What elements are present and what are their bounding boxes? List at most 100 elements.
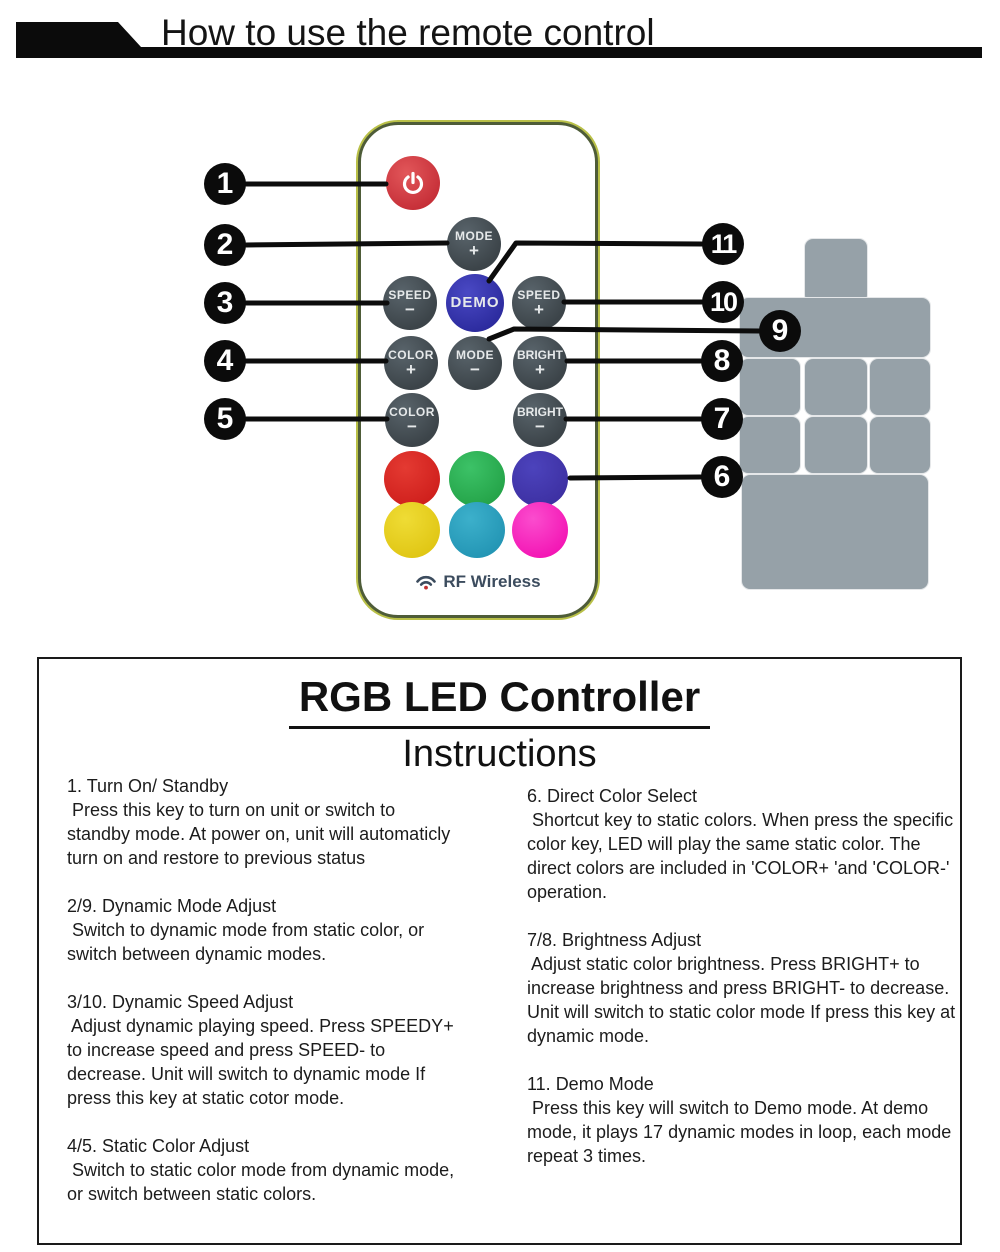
green-color-button (449, 451, 505, 507)
section-dynamic-mode-adjust: 2/9. Dynamic Mode Adjust Switch to dynam… (67, 894, 454, 966)
section-line: dynamic mode. (527, 1026, 650, 1046)
section-static-color-adjust: 4/5. Static Color Adjust Switch to stati… (67, 1134, 454, 1206)
callout-7: 7 (701, 398, 743, 440)
pad-block-mode-plus (804, 238, 868, 304)
bright-plus-label: BRIGHT (517, 348, 563, 362)
section-line: Press this key to turn on unit or switch… (67, 800, 396, 820)
magenta-color-button (512, 502, 568, 558)
mode-plus-label: MODE (455, 229, 493, 243)
section-line: Shortcut key to static colors. When pres… (527, 810, 954, 830)
instructions-left-column: 1. Turn On/ Standby Press this key to tu… (67, 774, 454, 1230)
speed-plus-button: SPEED + (512, 276, 566, 330)
section-line: decrease. Unit will switch to dynamic mo… (67, 1064, 426, 1084)
section-line: increase brightness and press BRIGHT- to… (527, 978, 950, 998)
yellow-color-button (384, 502, 440, 558)
section-line: switch between dynamic modes. (67, 944, 327, 964)
pad-block-white-key (804, 416, 868, 474)
instructions-title-text: RGB LED Controller (288, 673, 711, 729)
mode-plus-button: MODE + (447, 217, 501, 271)
section-heading: 6. Direct Color Select (527, 786, 698, 806)
bright-plus-button: BRIGHT + (513, 336, 567, 390)
white-color-button (449, 392, 503, 446)
color-plus-button: COLOR + (384, 336, 438, 390)
section-line: color key, LED will play the same static… (527, 834, 921, 854)
brand-label: RF Wireless (443, 572, 541, 591)
section-line: Switch to static color mode from dynamic… (67, 1160, 455, 1180)
blue-color-button (512, 451, 568, 507)
callout-2: 2 (204, 224, 246, 266)
callout-11: 11 (702, 223, 744, 265)
color-plus-sign: + (406, 360, 416, 379)
speed-plus-sign: + (534, 300, 544, 319)
power-icon (402, 171, 424, 195)
pad-block-mode-minus (804, 358, 868, 416)
remote-diagram: MODE + SPEED − DEMO SPEED + COLOR + MODE… (0, 100, 1000, 640)
section-line: repeat 3 times. (527, 1146, 647, 1166)
section-line: operation. (527, 882, 608, 902)
instructions-panel: RGB LED Controller Instructions 1. Turn … (37, 657, 962, 1245)
section-heading: 7/8. Brightness Adjust (527, 930, 702, 950)
speed-minus-sign: − (405, 300, 415, 319)
color-plus-label: COLOR (388, 348, 434, 362)
pad-block-color-plus (739, 358, 801, 416)
bright-plus-sign: + (535, 360, 545, 379)
section-heading: 3/10. Dynamic Speed Adjust (67, 992, 294, 1012)
mode-minus-label: MODE (456, 348, 494, 362)
instructions-title: RGB LED Controller (39, 673, 960, 729)
red-color-button (384, 451, 440, 507)
section-line: Adjust static color brightness. Press BR… (527, 954, 920, 974)
section-heading: 4/5. Static Color Adjust (67, 1136, 250, 1156)
pad-block-direct-colors (741, 474, 929, 590)
section-heading: 11. Demo Mode (527, 1074, 654, 1094)
cyan-color-button (449, 502, 505, 558)
section-line: direct colors are included in 'COLOR+ 'a… (527, 858, 950, 878)
section-heading: 1. Turn On/ Standby (67, 776, 229, 796)
callout-10: 10 (702, 281, 744, 323)
color-minus-sign: − (407, 417, 417, 436)
power-button (386, 156, 440, 210)
bright-minus-sign: − (535, 417, 545, 436)
callout-8: 8 (701, 340, 743, 382)
speed-minus-label: SPEED (388, 288, 432, 302)
section-line: mode, it plays 17 dynamic modes in loop,… (527, 1122, 952, 1142)
callout-3: 3 (204, 282, 246, 324)
section-line: or switch between static colors. (67, 1184, 317, 1204)
mode-minus-button: MODE − (448, 336, 502, 390)
wifi-icon (416, 575, 437, 590)
pad-block-color-minus (739, 416, 801, 474)
speed-minus-button: SPEED − (383, 276, 437, 330)
section-demo-mode: 11. Demo Mode Press this key will switch… (527, 1072, 955, 1168)
bright-minus-button: BRIGHT − (513, 393, 567, 447)
callout-4: 4 (204, 340, 246, 382)
section-direct-color-select: 6. Direct Color Select Shortcut key to s… (527, 784, 955, 904)
section-line: press this key at static cotor mode. (67, 1088, 345, 1108)
callout-5: 5 (204, 398, 246, 440)
section-line: standby mode. At power on, unit will aut… (67, 824, 451, 844)
callout-6: 6 (701, 456, 743, 498)
bright-minus-label: BRIGHT (517, 405, 563, 419)
instructions-right-column: 6. Direct Color Select Shortcut key to s… (527, 784, 955, 1192)
section-line: turn on and restore to previous status (67, 848, 366, 868)
brand-row: RF Wireless (378, 572, 578, 592)
section-turn-on-standby: 1. Turn On/ Standby Press this key to tu… (67, 774, 454, 870)
header-banner-shape (16, 22, 982, 58)
mode-plus-sign: + (469, 241, 479, 260)
pad-block-bright-plus (869, 358, 931, 416)
mode-minus-sign: − (470, 360, 480, 379)
section-line: Switch to dynamic mode from static color… (67, 920, 425, 940)
section-heading: 2/9. Dynamic Mode Adjust (67, 896, 277, 916)
color-minus-button: COLOR − (385, 393, 439, 447)
section-brightness-adjust: 7/8. Brightness Adjust Adjust static col… (527, 928, 955, 1048)
instructions-subtitle: Instructions (402, 733, 597, 775)
pad-block-bright-minus (869, 416, 931, 474)
speed-plus-label: SPEED (517, 288, 561, 302)
callout-9: 9 (759, 310, 801, 352)
demo-button: DEMO (446, 274, 504, 332)
demo-label: DEMO (450, 294, 500, 311)
page-title: How to use the remote control (161, 12, 655, 53)
color-minus-label: COLOR (389, 405, 435, 419)
callout-lines (243, 181, 763, 481)
section-line: Adjust dynamic playing speed. Press SPEE… (67, 1016, 454, 1036)
section-line: to increase speed and press SPEED- to (67, 1040, 386, 1060)
callout-1: 1 (204, 163, 246, 205)
